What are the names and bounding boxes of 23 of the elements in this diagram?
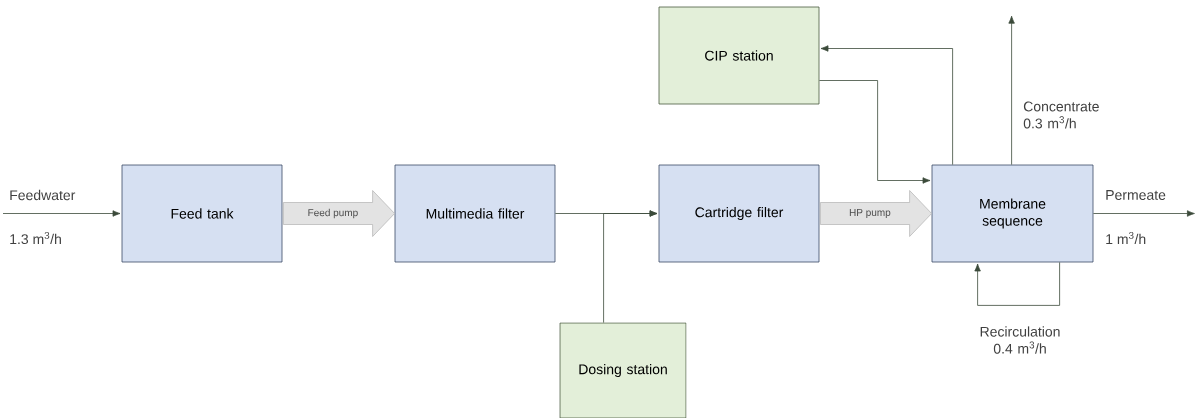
station-box: Dosing station (559, 322, 687, 418)
arrow (974, 262, 1060, 306)
process-box: Cartridge filter (658, 164, 820, 263)
arrow (1093, 210, 1195, 217)
process-box: Feed tank (121, 164, 283, 263)
edge-label: Recirculation 0.4 m$^{3}$/h (980, 326, 1060, 354)
station-box: CIP station (658, 6, 820, 105)
process-box: Membrane sequence (931, 164, 1094, 263)
arrow (820, 45, 953, 165)
arrow (2, 210, 121, 217)
edge-label: HP pump (849, 209, 891, 218)
flow-rate-label: 1 m$^{3}$/h (1106, 231, 1146, 245)
edge-label: Feed pump (308, 208, 358, 219)
edge-label: Feedwater (10, 189, 76, 201)
pump-arrow (283, 190, 395, 237)
arrow (1008, 15, 1015, 165)
edge-label: Concentrate 0.3 m$^{3}$/h (1023, 101, 1099, 129)
flow-rate-label: 1.3 m$^{3}$/h (10, 231, 61, 245)
process-box: Multimedia filter (394, 164, 556, 263)
pump-arrow (820, 190, 932, 237)
edge-label: Permeate (1106, 190, 1166, 200)
arrow (603, 210, 658, 323)
arrow (819, 80, 931, 184)
